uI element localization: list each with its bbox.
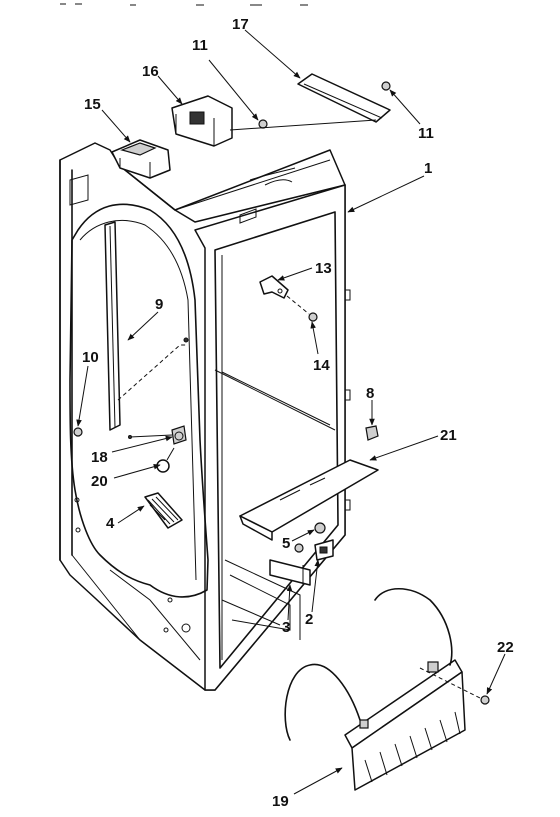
callout-13: 13 — [315, 260, 332, 277]
part-11-screw-a — [258, 119, 268, 129]
part-15-control-housing — [111, 139, 171, 179]
part-5-nut — [294, 522, 326, 553]
part-21-support-rail — [239, 459, 379, 541]
callout-9: 9 — [155, 296, 163, 313]
part-18-light-socket — [128, 425, 187, 445]
top-edge-marks — [60, 3, 308, 6]
callout-1: 1 — [424, 160, 432, 177]
cabinet-liner — [59, 142, 351, 691]
callout-11-right: 11 — [418, 125, 434, 142]
part-11-screw-b — [381, 81, 391, 91]
part-13-bracket — [259, 275, 289, 299]
callout-18: 18 — [91, 449, 108, 466]
part-3-plate — [269, 559, 311, 586]
part-4-vent-grille — [144, 492, 183, 529]
callout-5: 5 — [282, 535, 290, 552]
part-10-screw — [73, 427, 83, 437]
leader-lines — [76, 29, 506, 795]
part-14-screw — [286, 295, 318, 322]
part-16-bracket — [171, 95, 233, 147]
callout-8: 8 — [366, 385, 374, 402]
callout-3: 3 — [282, 619, 290, 636]
part-9-vertical-rail — [104, 221, 189, 431]
part-19-crisper-cover — [284, 588, 466, 791]
callout-15: 15 — [84, 96, 101, 113]
callout-22: 22 — [497, 639, 514, 656]
callout-21: 21 — [440, 427, 457, 444]
callout-14: 14 — [313, 357, 330, 374]
callout-16: 16 — [142, 63, 159, 80]
part-2-hinge-plate — [314, 539, 334, 561]
part-8-clip — [365, 425, 379, 441]
callout-10: 10 — [82, 349, 99, 366]
callout-2: 2 — [305, 611, 313, 628]
part-22-screw — [419, 667, 490, 705]
part-17-top-channel — [229, 73, 391, 131]
callout-17: 17 — [232, 16, 249, 33]
callout-labels: 1 2 3 4 5 8 9 10 11 11 13 14 15 16 17 18… — [82, 16, 514, 810]
callout-11-left: 11 — [192, 37, 208, 54]
callout-19: 19 — [272, 793, 289, 810]
callout-4: 4 — [106, 515, 115, 532]
callout-20: 20 — [91, 473, 108, 490]
